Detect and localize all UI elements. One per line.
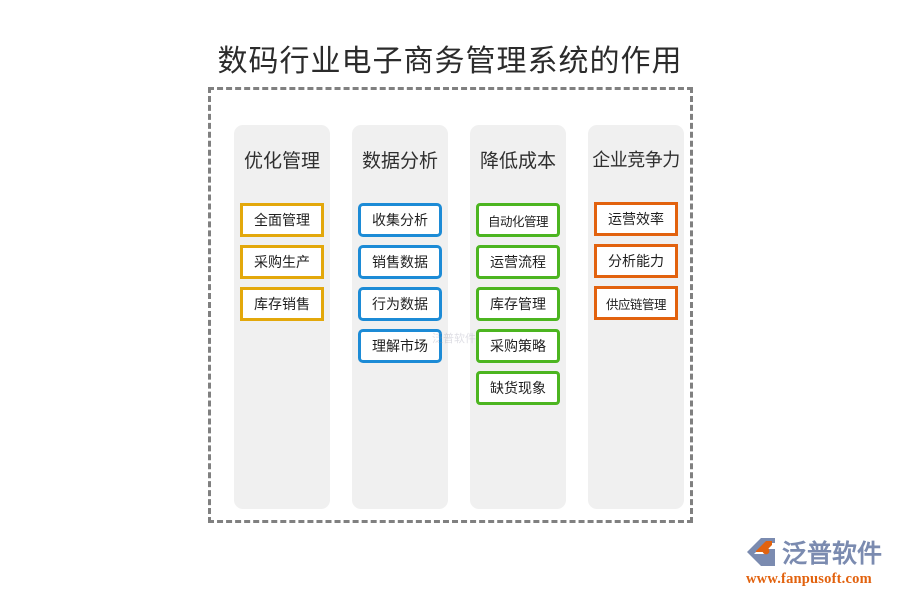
column-header-data-analysis: 数据分析	[361, 151, 438, 172]
column-header-reduce-cost: 降低成本	[479, 151, 556, 172]
brand-logo-row: 泛普软件	[744, 534, 882, 570]
item-box[interactable]: 理解市场	[358, 329, 442, 363]
item-box[interactable]: 分析能力	[594, 244, 678, 278]
item-box[interactable]: 行为数据	[358, 287, 442, 321]
item-box[interactable]: 全面管理	[240, 203, 324, 237]
brand-logo: 泛普软件 www.fanpusoft.com	[744, 534, 882, 588]
item-box[interactable]: 收集分析	[358, 203, 442, 237]
page-title: 数码行业电子商务管理系统的作用	[217, 45, 683, 78]
column-header-optimize-management: 优化管理	[243, 151, 320, 172]
category-column-optimize-management: 优化管理 全面管理 采购生产 库存销售	[234, 125, 330, 509]
category-column-data-analysis: 数据分析 收集分析 销售数据 行为数据 理解市场	[352, 125, 448, 509]
item-box[interactable]: 库存管理	[476, 287, 560, 321]
item-list-data-analysis: 收集分析 销售数据 行为数据 理解市场	[352, 203, 448, 363]
item-box[interactable]: 库存销售	[240, 287, 324, 321]
fanpu-logo-icon	[747, 538, 775, 566]
item-box[interactable]: 销售数据	[358, 245, 442, 279]
item-box[interactable]: 缺货现象	[476, 371, 560, 405]
dashed-container-frame	[208, 87, 693, 523]
item-list-reduce-cost: 自动化管理 运营流程 库存管理 采购策略 缺货现象	[470, 203, 566, 405]
item-box[interactable]: 运营流程	[476, 245, 560, 279]
category-columns: 优化管理 全面管理 采购生产 库存销售 数据分析 收集分析 销售数据 行为数据 …	[234, 125, 684, 509]
brand-logo-name: 泛普软件	[782, 539, 883, 568]
column-header-enterprise-competitiveness: 企业竞争力	[592, 150, 680, 170]
category-column-enterprise-competitiveness: 企业竞争力 运营效率 分析能力 供应链管理	[588, 125, 684, 509]
item-box[interactable]: 自动化管理	[476, 203, 560, 237]
item-list-optimize-management: 全面管理 采购生产 库存销售	[234, 203, 330, 321]
item-box[interactable]: 供应链管理	[594, 286, 678, 320]
item-list-enterprise-competitiveness: 运营效率 分析能力 供应链管理	[588, 202, 684, 320]
category-column-reduce-cost: 降低成本 自动化管理 运营流程 库存管理 采购策略 缺货现象	[470, 125, 566, 509]
item-box[interactable]: 运营效率	[594, 202, 678, 236]
item-box[interactable]: 采购生产	[240, 245, 324, 279]
brand-logo-url: www.fanpusoft.com	[746, 571, 872, 587]
item-box[interactable]: 采购策略	[476, 329, 560, 363]
